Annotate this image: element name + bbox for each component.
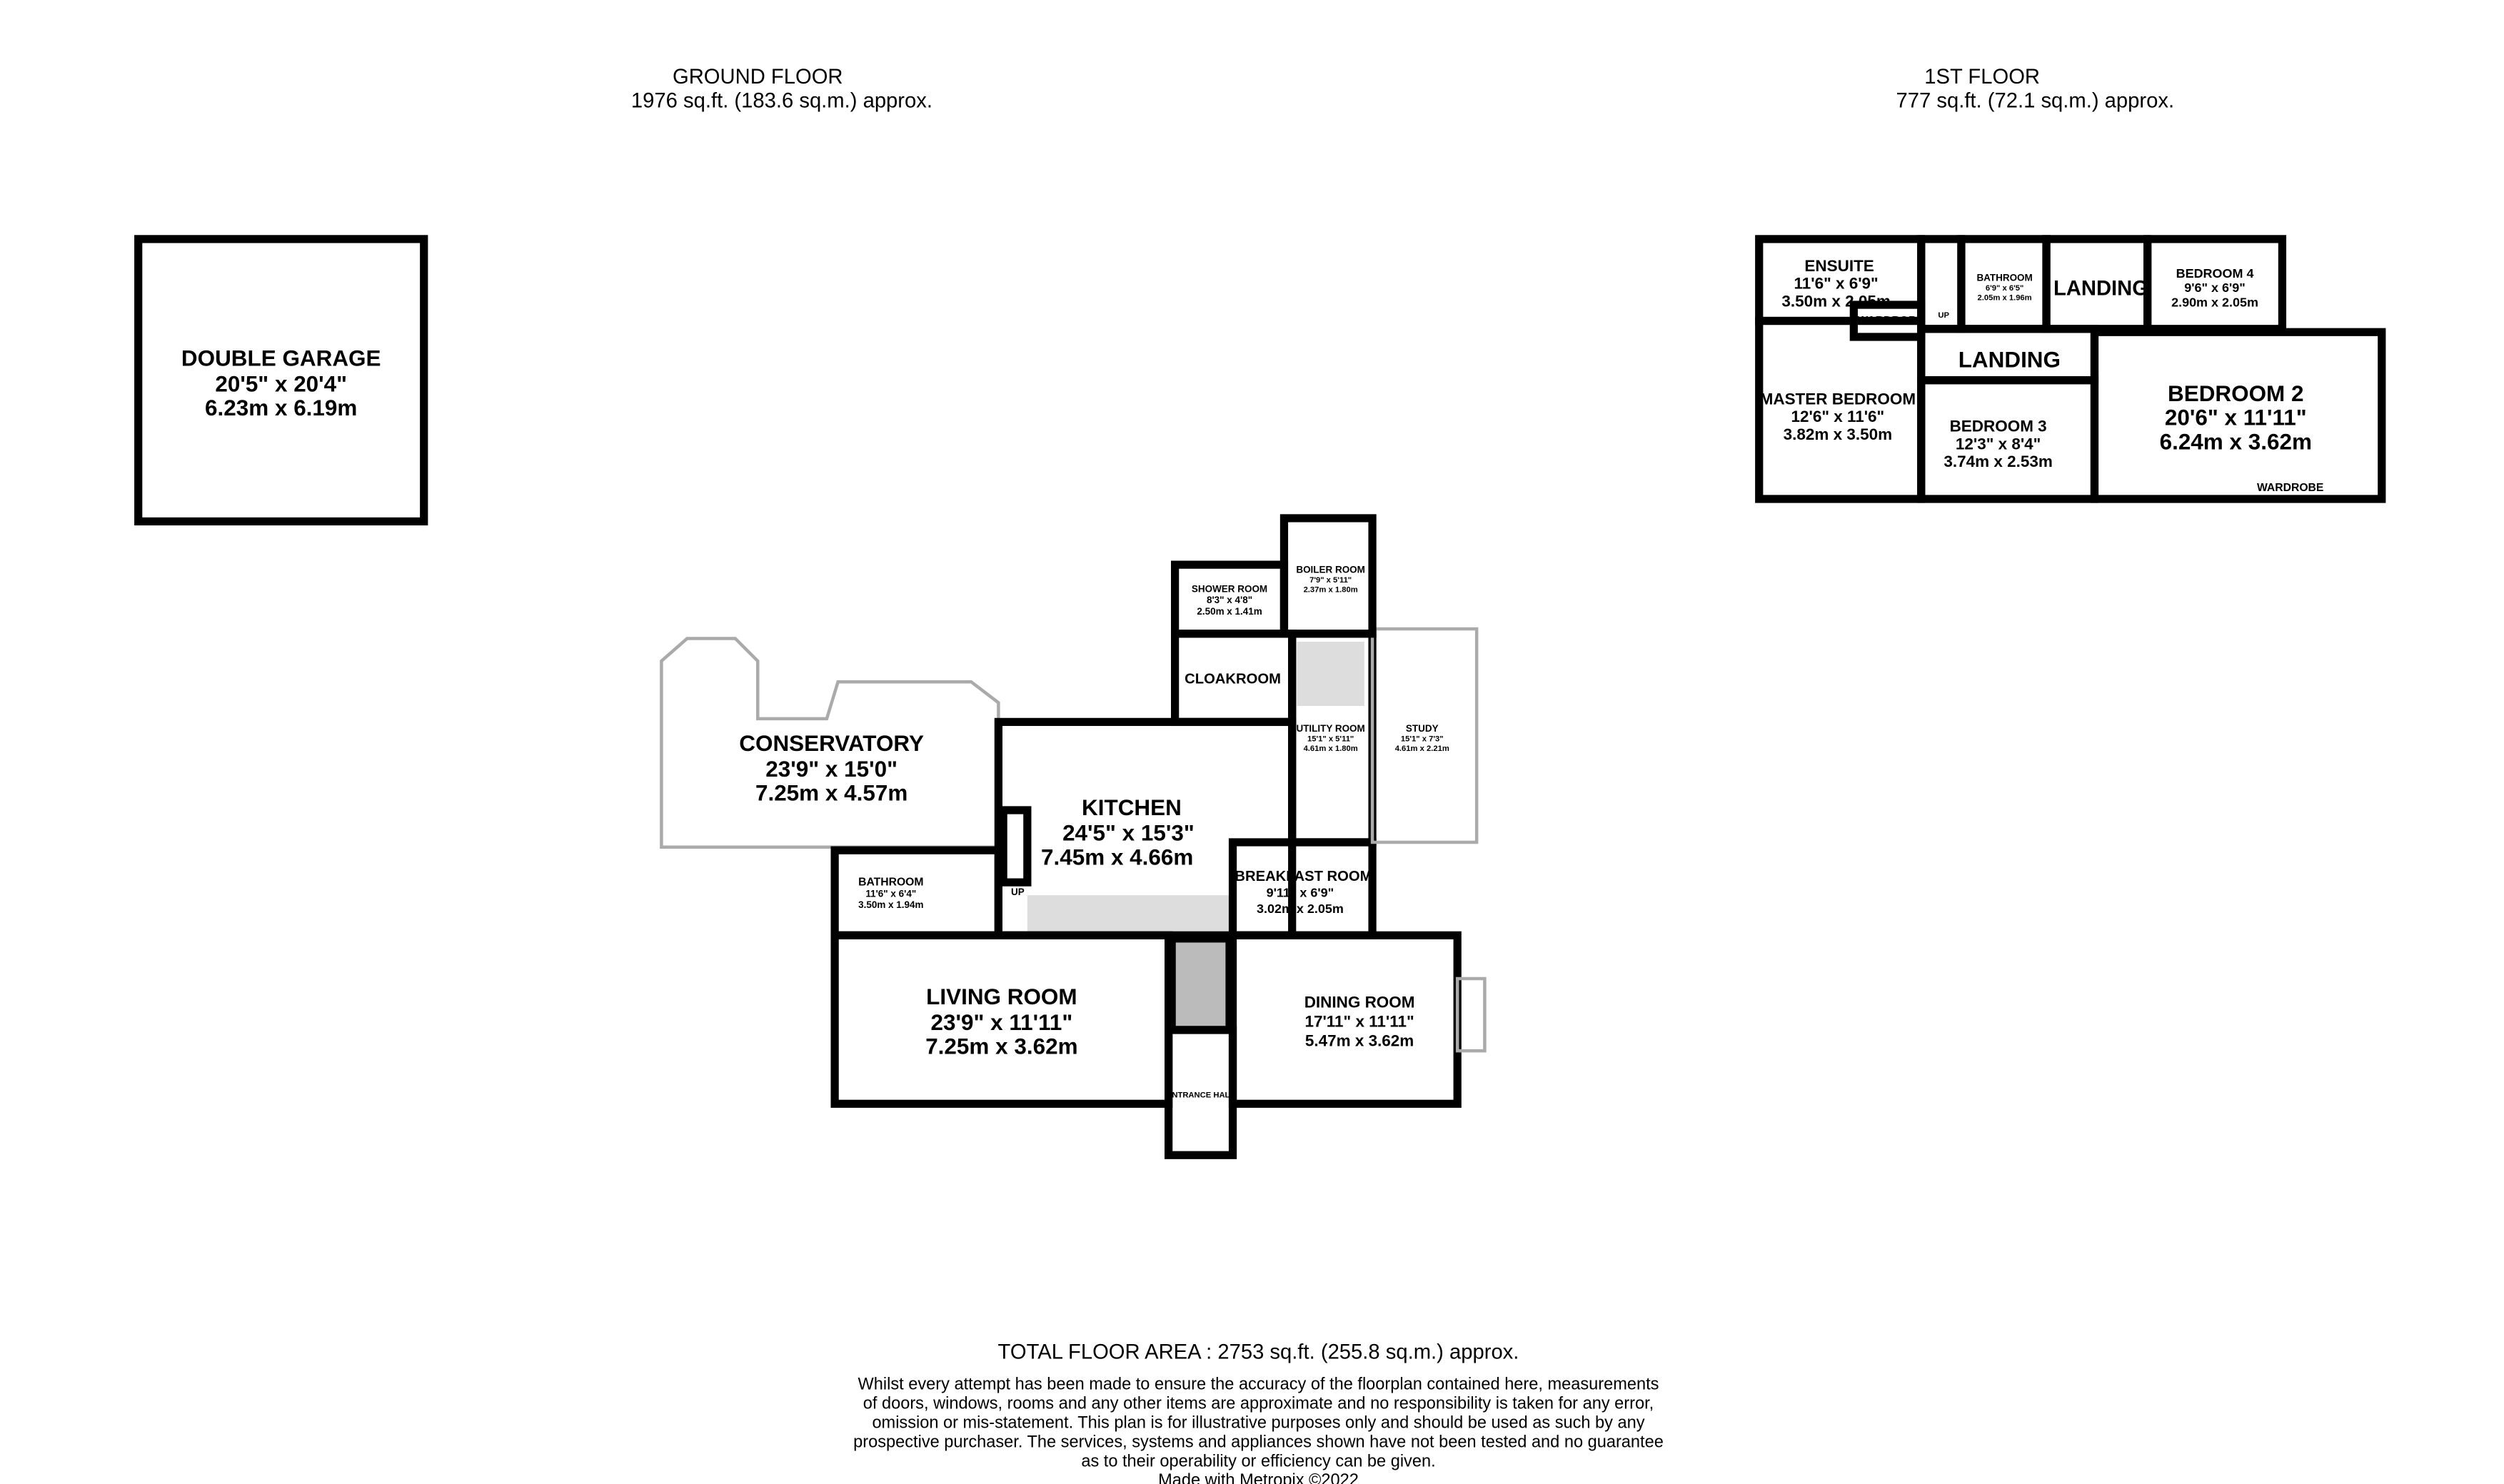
room-size-metric: 3.74m x 2.53m: [1944, 453, 2052, 470]
room-size-metric: 4.61m x 1.80m: [1304, 744, 1358, 753]
room-size-metric: 6.23m x 6.19m: [205, 395, 357, 420]
disclaimer-line: Whilst every attempt has been made to en…: [858, 1374, 1659, 1393]
room-name: SHOWER ROOM: [1192, 583, 1267, 594]
room-size-metric: 2.37m x 1.80m: [1304, 585, 1358, 594]
room-size-imperial: 9'6" x 6'9": [2184, 281, 2246, 295]
disclaimer-line: prospective purchaser. The services, sys…: [853, 1432, 1664, 1450]
room-name: CONSERVATORY: [739, 731, 924, 756]
room-name: BEDROOM 4: [2176, 266, 2254, 281]
room-size-imperial: 20'6" x 11'11": [2165, 405, 2307, 430]
room-size-imperial: 11'6" x 6'9": [1794, 275, 1879, 293]
room-name: BEDROOM 3: [1950, 418, 2047, 435]
room-size-imperial: 12'6" x 11'6": [1791, 408, 1885, 425]
wardrobe-label: WARDROBE: [2257, 482, 2323, 494]
disclaimer-line: as to their operability or efficiency ca…: [1081, 1451, 1435, 1470]
landing-label: LANDING: [1959, 348, 2061, 373]
room-name: ENTRANCE HALL: [1167, 1091, 1235, 1099]
disclaimer-line: of doors, windows, rooms and any other i…: [863, 1393, 1654, 1412]
room-name: DOUBLE GARAGE: [181, 345, 381, 370]
room-size-imperial: 11'6" x 6'4": [865, 888, 916, 899]
disclaimer-line: omission or mis-statement. This plan is …: [872, 1413, 1644, 1431]
room-size-imperial: 23'9" x 11'11": [931, 1010, 1073, 1035]
room-size-metric: 3.50m x 1.94m: [858, 899, 923, 910]
room-size-imperial: 17'11" x 11'11": [1304, 1012, 1414, 1030]
room-size-imperial: 6'9" x 6'5": [1986, 284, 2023, 293]
room-name: BOILER ROOM: [1296, 564, 1365, 575]
first-floor-title: 1ST FLOOR: [1924, 66, 2040, 89]
room-size-imperial: 12'3" x 8'4": [1956, 435, 2041, 453]
room-name: STUDY: [1406, 723, 1439, 734]
room-size-metric: 2.05m x 1.96m: [1978, 293, 2032, 302]
credit: Made with Metropix ©2022: [1158, 1470, 1359, 1484]
first-floor-area: 777 sq.ft. (72.1 sq.m.) approx.: [1896, 90, 2175, 113]
room-size-metric: 7.45m x 4.66m: [1041, 844, 1193, 869]
first-floor-plan: [1755, 235, 2386, 503]
room-size-imperial: 23'9" x 15'0": [765, 757, 897, 782]
room-size-metric: 7.25m x 3.62m: [925, 1034, 1077, 1059]
room-name: ENSUITE: [1804, 257, 1874, 275]
room-size-metric: 4.61m x 2.21m: [1395, 744, 1449, 753]
room-name: BREAKFAST ROOM: [1235, 869, 1372, 884]
room-size-imperial: 20'5" x 20'4": [215, 371, 347, 396]
room-name: BATHROOM: [858, 877, 923, 889]
room-size-metric: 5.47m x 3.62m: [1305, 1031, 1414, 1049]
room-size-metric: 2.50m x 1.41m: [1197, 606, 1262, 617]
wardrobe-label: WARDROBE: [1857, 315, 1924, 327]
room-size-imperial: 24'5" x 15'3": [1062, 821, 1195, 846]
first-floor-labels: ENSUITE 11'6" x 6'9" 3.50m x 2.05m WARDR…: [1760, 257, 2324, 494]
ground-floor-plan: [660, 514, 1487, 1159]
room-name: KITCHEN: [1082, 795, 1182, 820]
room-size-metric: 2.90m x 2.05m: [2171, 295, 2258, 309]
room-name: MASTER BEDROOM: [1760, 390, 1916, 408]
room-size-imperial: 7'9" x 5'11": [1309, 576, 1352, 585]
room-name: BEDROOM 2: [2168, 381, 2304, 406]
room-size-metric: 3.02m x 2.05m: [1257, 902, 1344, 916]
ground-floor-title: GROUND FLOOR: [673, 66, 843, 89]
room-name: BATHROOM: [1976, 272, 2032, 283]
ground-floor-labels: CONSERVATORY 23'9" x 15'0" 7.25m x 4.57m…: [739, 564, 1449, 1099]
room-size-imperial: 8'3" x 4'8": [1207, 595, 1252, 605]
room-size-imperial: 15'1" x 7'3": [1401, 735, 1444, 743]
ground-floor-area: 1976 sq.ft. (183.6 sq.m.) approx.: [631, 90, 932, 113]
total-floor-area: TOTAL FLOOR AREA : 2753 sq.ft. (255.8 sq…: [998, 1341, 1519, 1364]
room-size-metric: 7.25m x 4.57m: [755, 781, 907, 806]
room-name: DINING ROOM: [1304, 993, 1415, 1011]
stairs-up-label: UP: [1938, 311, 1949, 320]
room-size-metric: 3.82m x 3.50m: [1784, 425, 1892, 443]
room-name: CLOAKROOM: [1185, 671, 1281, 687]
stairs-up-label: UP: [1011, 887, 1025, 897]
room-name: UTILITY ROOM: [1296, 723, 1364, 734]
room-size-imperial: 9'11" x 6'9": [1267, 885, 1334, 899]
landing-label: LANDING: [2053, 278, 2148, 301]
room-size-imperial: 15'1" x 5'11": [1307, 735, 1354, 743]
room-size-metric: 3.50m x 2.05m: [1781, 292, 1890, 310]
room-name: LIVING ROOM: [926, 984, 1077, 1009]
room-size-metric: 6.24m x 3.62m: [2160, 429, 2312, 454]
double-garage: DOUBLE GARAGE 20'5" x 20'4" 6.23m x 6.19…: [134, 235, 428, 526]
